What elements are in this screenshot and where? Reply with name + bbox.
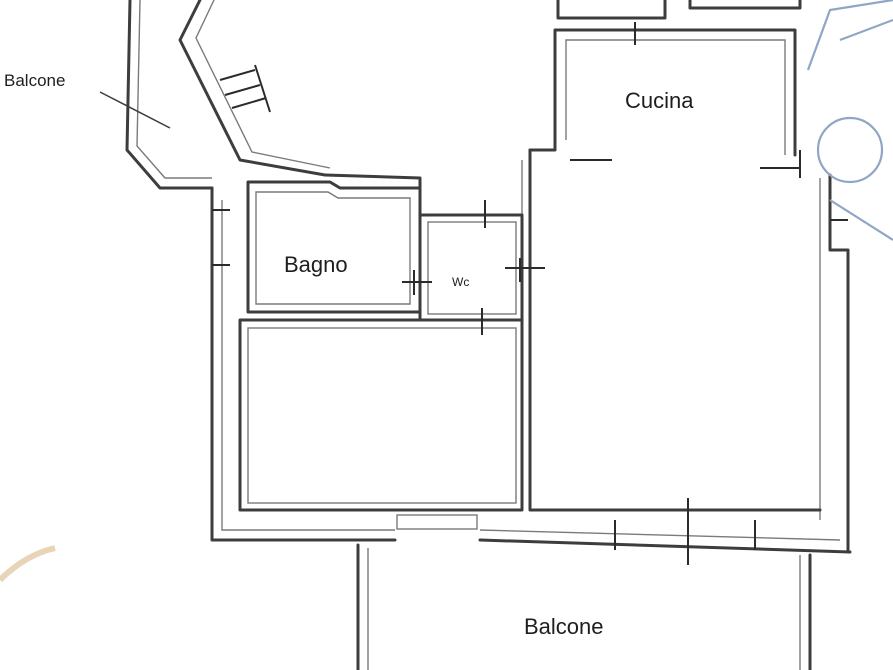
room-label-balcone-bottom: Balcone bbox=[524, 614, 604, 639]
apartment-walls bbox=[210, 138, 852, 554]
balcony-top-left bbox=[125, 0, 331, 190]
balcony-bottom bbox=[356, 543, 812, 670]
room-label-cucina: Cucina bbox=[625, 88, 694, 113]
fixture-decor bbox=[806, 0, 893, 241]
openings bbox=[212, 200, 848, 565]
room-label-wc: Wc bbox=[452, 275, 469, 289]
kitchen bbox=[553, 0, 802, 178]
room-label-bagno: Bagno bbox=[284, 252, 348, 277]
paper-smudge bbox=[0, 545, 56, 583]
label-leader bbox=[99, 91, 171, 129]
room-label-balcone-top: Balcone bbox=[4, 71, 65, 90]
